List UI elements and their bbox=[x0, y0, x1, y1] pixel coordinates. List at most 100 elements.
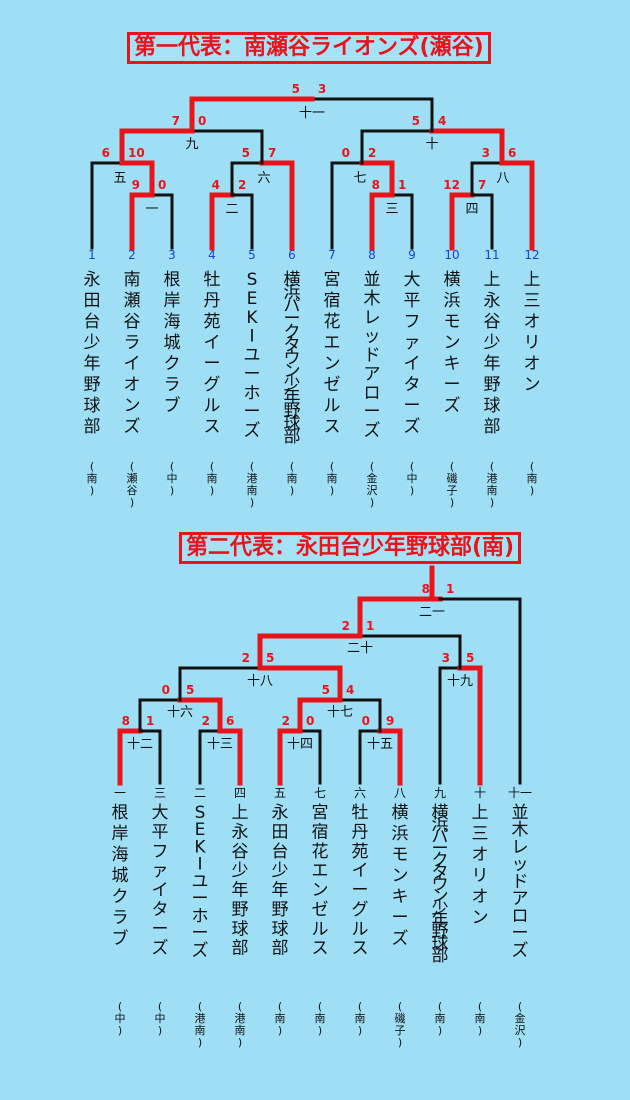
b1-team-name-char: ラ bbox=[164, 375, 181, 395]
b1-team-name-char: 宿 bbox=[324, 291, 341, 311]
b2-team-area: (港南) bbox=[195, 1000, 206, 1049]
b2-team-area: (金沢) bbox=[515, 1000, 526, 1049]
b2-team-name-char: 苑 bbox=[352, 842, 369, 862]
b2-team-name-char: オ bbox=[472, 845, 489, 865]
b1-team-area-char: ( bbox=[290, 460, 294, 473]
b2-team-name-char: ー bbox=[512, 924, 529, 944]
b1-team-name-char: 南 bbox=[124, 270, 141, 290]
b2-team-area-char: ( bbox=[198, 1000, 202, 1013]
b2-team-area: (中) bbox=[115, 1000, 126, 1037]
b1-team-area-char: 中 bbox=[407, 472, 418, 485]
b2-team-area-char: ) bbox=[358, 1024, 362, 1037]
b2-team-name-char: ホ bbox=[192, 906, 209, 926]
b1-team-area-char: ) bbox=[490, 496, 494, 509]
b2-score-right: 5 bbox=[266, 651, 274, 665]
b2-team-area-char: ) bbox=[398, 1036, 402, 1049]
b2-team-name-char: ロ bbox=[512, 906, 529, 926]
b2-score-right: 1 bbox=[366, 619, 374, 633]
b2-team-name-char: 谷 bbox=[232, 842, 249, 862]
b1-team-area-char: 谷 bbox=[127, 484, 138, 497]
b1-team-name-char: オ bbox=[524, 312, 541, 332]
b1-team-name-char: 瀬 bbox=[124, 291, 141, 311]
b1-team-name-char: 城 bbox=[164, 333, 181, 353]
b2-team-name-char: キ bbox=[392, 887, 409, 907]
b2-team-name-char: 少 bbox=[272, 861, 289, 881]
b1-team-name-char: 横 bbox=[444, 270, 461, 290]
b2-team-name-char: フ bbox=[152, 842, 169, 862]
b1-team-area-char: ) bbox=[90, 484, 94, 497]
b2-team-area-char: ) bbox=[438, 1024, 442, 1037]
b2-team-area-char: ( bbox=[318, 1000, 322, 1013]
b1-team-area: (中) bbox=[167, 460, 178, 497]
b2-team-name-char: タ bbox=[432, 863, 449, 883]
b2-team-name-char: 年 bbox=[232, 881, 249, 901]
b1-team-name-char: リ bbox=[524, 333, 541, 353]
b1-team-name-char: オ bbox=[124, 375, 141, 395]
b1-team-name-char: 宮 bbox=[324, 270, 341, 290]
b2-team-name-char: ー bbox=[432, 839, 449, 859]
b2-team-name-char: ー bbox=[152, 919, 169, 939]
b1-team-name-char: ン bbox=[324, 354, 341, 374]
b1-team-area-char: ( bbox=[370, 460, 374, 473]
b1-team-name-char: 浜 bbox=[284, 283, 301, 303]
b2-team-area: (南) bbox=[475, 1000, 486, 1037]
b1-score-left: 7 bbox=[172, 114, 180, 128]
b1-team-name-char: 花 bbox=[324, 312, 341, 332]
b1-game-label: 七 bbox=[353, 171, 366, 186]
b2-team-name-char: 平 bbox=[152, 822, 169, 842]
b1-team-name-char: ス bbox=[204, 417, 221, 437]
b2-game-label: 十六 bbox=[167, 705, 193, 720]
b1-score-left: 8 bbox=[372, 178, 380, 192]
b1-score-right: 0 bbox=[158, 178, 166, 192]
b2-team-area-char: 南 bbox=[275, 1012, 286, 1025]
b2-team-area: (南) bbox=[315, 1000, 326, 1037]
b2-game-label: 十七 bbox=[327, 705, 353, 720]
b2-game-label: 十二 bbox=[127, 737, 153, 752]
b2-team-area-char: 中 bbox=[115, 1012, 126, 1025]
b2-team-name-char: ズ bbox=[392, 929, 409, 949]
b1-team-area: (南) bbox=[87, 460, 98, 497]
b2-team-name-char: ア bbox=[512, 889, 529, 909]
b1-score-right: 7 bbox=[268, 146, 276, 160]
b2-team-area: (磯子) bbox=[395, 1000, 406, 1049]
b1-score-right: 0 bbox=[198, 114, 206, 128]
b2-team-name-char: S bbox=[195, 803, 206, 823]
b2-team-name-char: 宮 bbox=[312, 803, 329, 823]
b1-team-name-char: ズ bbox=[124, 417, 141, 437]
b1-score-left: 5 bbox=[242, 146, 250, 160]
b2-team-name-char: 三 bbox=[472, 824, 489, 844]
b2-team-name-char: 上 bbox=[232, 803, 249, 823]
b2-team-seed: 五 bbox=[274, 786, 286, 800]
b2-score-left: 3 bbox=[442, 651, 450, 665]
b1-team-name-char: イ bbox=[404, 354, 421, 374]
b2-score-left: 2 bbox=[282, 714, 290, 728]
b1-team-area-char: ) bbox=[250, 496, 254, 509]
b2-team-name-char: ウ bbox=[432, 875, 449, 895]
b1-team-name-char: 海 bbox=[164, 312, 181, 332]
b2-team-name-char: 球 bbox=[432, 934, 449, 954]
b1-team-name-char: 三 bbox=[524, 291, 541, 311]
b1-team-name-char: 野 bbox=[284, 401, 301, 421]
b2-team-area-char: ( bbox=[438, 1000, 442, 1013]
b1-team-number: 8 bbox=[368, 248, 376, 262]
b1-team-name-char: 大 bbox=[404, 270, 421, 290]
b2-game-label: 十八 bbox=[247, 674, 273, 689]
b2-team-area-char: ) bbox=[238, 1036, 242, 1049]
b2-score-right: 4 bbox=[346, 683, 354, 697]
b2-team-name-char: ク bbox=[432, 851, 449, 871]
b1-team-number: 5 bbox=[248, 248, 256, 262]
b1-team-area-char: ( bbox=[170, 460, 174, 473]
b1-team-area-char: 瀬 bbox=[127, 471, 138, 485]
b1-team-name-char: 少 bbox=[484, 333, 501, 353]
b2-team-area-char: 子 bbox=[395, 1024, 406, 1037]
b1-team-name-char: 根 bbox=[164, 270, 181, 290]
b1-team-name-char: ー bbox=[444, 375, 461, 395]
b2-team-area-char: 南 bbox=[435, 1012, 446, 1025]
b1-team-name-char: 苑 bbox=[204, 312, 221, 332]
b2-team-name-char: 永 bbox=[272, 803, 289, 823]
b1-team-name-char: ラ bbox=[124, 333, 141, 353]
b2-team-area: (南) bbox=[435, 1000, 446, 1037]
b1-game-label: 三 bbox=[385, 202, 398, 217]
b1-game-label: 十 bbox=[425, 137, 438, 152]
b1-team-name-char: ッ bbox=[364, 327, 381, 347]
